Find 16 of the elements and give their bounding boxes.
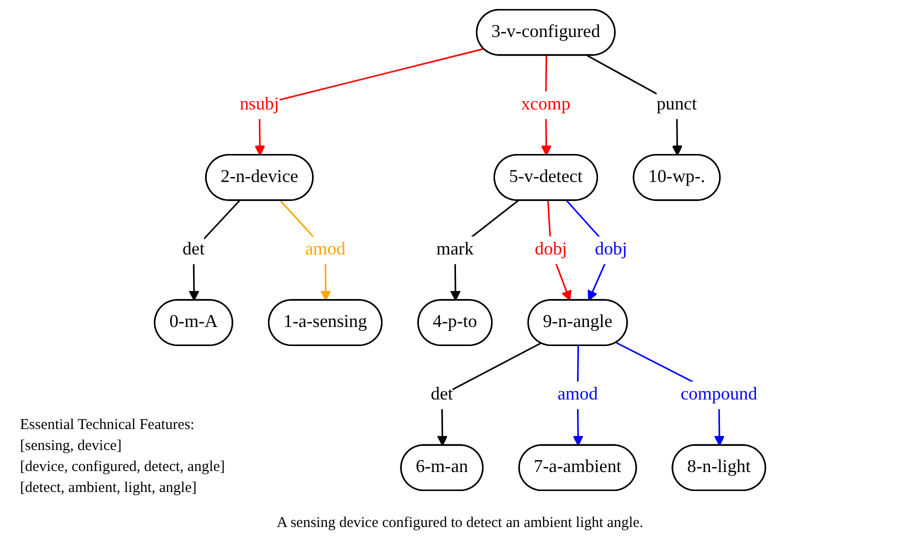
note-text: Essential Technical Features: <box>20 416 196 435</box>
edge-label: punct <box>656 94 697 114</box>
note-text: [sensing, device] <box>20 437 123 456</box>
edge-label: amod <box>305 240 346 260</box>
note-text: [device, configured, detect, angle] <box>20 458 225 477</box>
edge-label: compound <box>680 385 758 404</box>
edge-label: amod <box>557 385 598 404</box>
edge-label: xcomp <box>521 94 570 114</box>
edge-label: det <box>182 240 205 260</box>
edge-label: dobj <box>534 240 568 260</box>
edge-label: det <box>430 385 453 404</box>
edge-label: dobj <box>594 240 628 260</box>
edge-label: nsubj <box>240 94 280 114</box>
edge-label: mark <box>436 240 474 260</box>
note-text: [detect, ambient, light, angle] <box>20 479 198 498</box>
caption: A sensing device configured to detect an ambient light angle. <box>276 515 644 531</box>
